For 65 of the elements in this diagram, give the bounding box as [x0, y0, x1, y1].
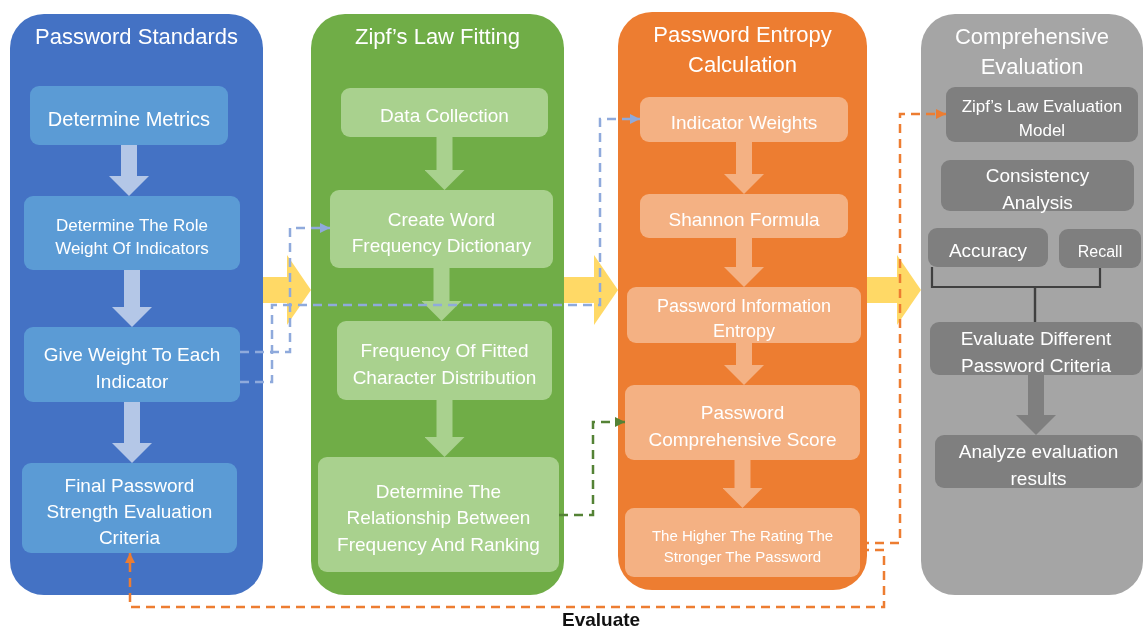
step-box — [625, 508, 860, 577]
step-text: Data Collection — [379, 104, 510, 129]
block-arrow — [112, 402, 152, 463]
step-box — [930, 322, 1142, 375]
step-text: Password Comprehensive Score — [647, 401, 838, 452]
step-text: Zipf’s Law Evaluation Model — [960, 96, 1124, 142]
step-text: Evaluate Different Password Criteria — [959, 327, 1113, 378]
step-box — [337, 321, 552, 400]
step-text: Final Password Strength Evaluation Criteria — [45, 473, 214, 551]
step-box — [935, 435, 1142, 488]
dashed-arrow — [240, 114, 640, 384]
step-text: Indicator Weights — [669, 111, 819, 136]
block-arrow — [424, 400, 465, 457]
block-arrow — [421, 268, 462, 321]
block-arrow — [1016, 375, 1056, 435]
step-box — [341, 88, 548, 137]
dashed-arrow — [559, 417, 625, 517]
step-text: Determine Metrics — [46, 106, 212, 132]
stage-panel — [921, 14, 1143, 595]
panel-heading: Comprehensive Evaluation — [953, 23, 1111, 82]
dashed-arrow — [125, 548, 886, 609]
block-arrow — [724, 238, 764, 287]
step-box — [22, 463, 237, 553]
stage-panel — [311, 14, 564, 595]
step-box — [318, 457, 559, 572]
panel-heading: Password Standards — [34, 23, 239, 51]
block-arrow — [724, 142, 764, 194]
step-box — [625, 385, 860, 460]
step-text: Analyze evaluation results — [957, 440, 1120, 491]
panel-heading: Zipf’s Law Fitting — [353, 23, 522, 51]
step-box — [640, 194, 848, 238]
step-text: Determine The Role Weight Of Indicators — [54, 214, 210, 260]
step-box — [330, 190, 553, 268]
stage-panel — [10, 14, 263, 595]
step-box — [30, 86, 228, 145]
block-arrow — [263, 255, 311, 325]
step-text: Determine The Relationship Between Frequency And Ranking — [336, 480, 541, 557]
block-arrow — [424, 137, 465, 190]
step-box — [24, 327, 240, 402]
step-box — [1059, 229, 1141, 268]
bracket-line — [1033, 268, 1102, 322]
step-text: Shannon Formula — [667, 207, 821, 232]
block-arrow — [724, 343, 764, 385]
step-box — [640, 97, 848, 142]
block-arrow — [112, 270, 152, 327]
step-text: Accuracy — [947, 239, 1029, 264]
block-arrow — [722, 460, 763, 508]
dashed-arrow — [240, 223, 330, 354]
step-text: Consistency Analysis — [984, 164, 1091, 215]
step-box — [946, 87, 1138, 142]
step-text: Give Weight To Each Indicator — [42, 343, 222, 394]
step-box — [928, 228, 1048, 267]
step-box — [627, 287, 861, 343]
panel-heading: Password Entropy Calculation — [652, 21, 833, 80]
step-text: Password Information Entropy — [655, 295, 833, 343]
step-text: Create Word Frequency Dictionary — [350, 207, 533, 258]
block-arrow — [867, 255, 921, 325]
step-box — [941, 160, 1134, 211]
block-arrow — [564, 255, 618, 325]
stage-panel — [618, 12, 867, 590]
step-box — [24, 196, 240, 270]
step-text: The Higher The Rating The Stronger The Password — [650, 525, 835, 567]
step-text: Recall — [1076, 242, 1124, 263]
step-text: Frequency Of Fitted Character Distribution — [351, 339, 538, 390]
block-arrow — [109, 145, 149, 196]
